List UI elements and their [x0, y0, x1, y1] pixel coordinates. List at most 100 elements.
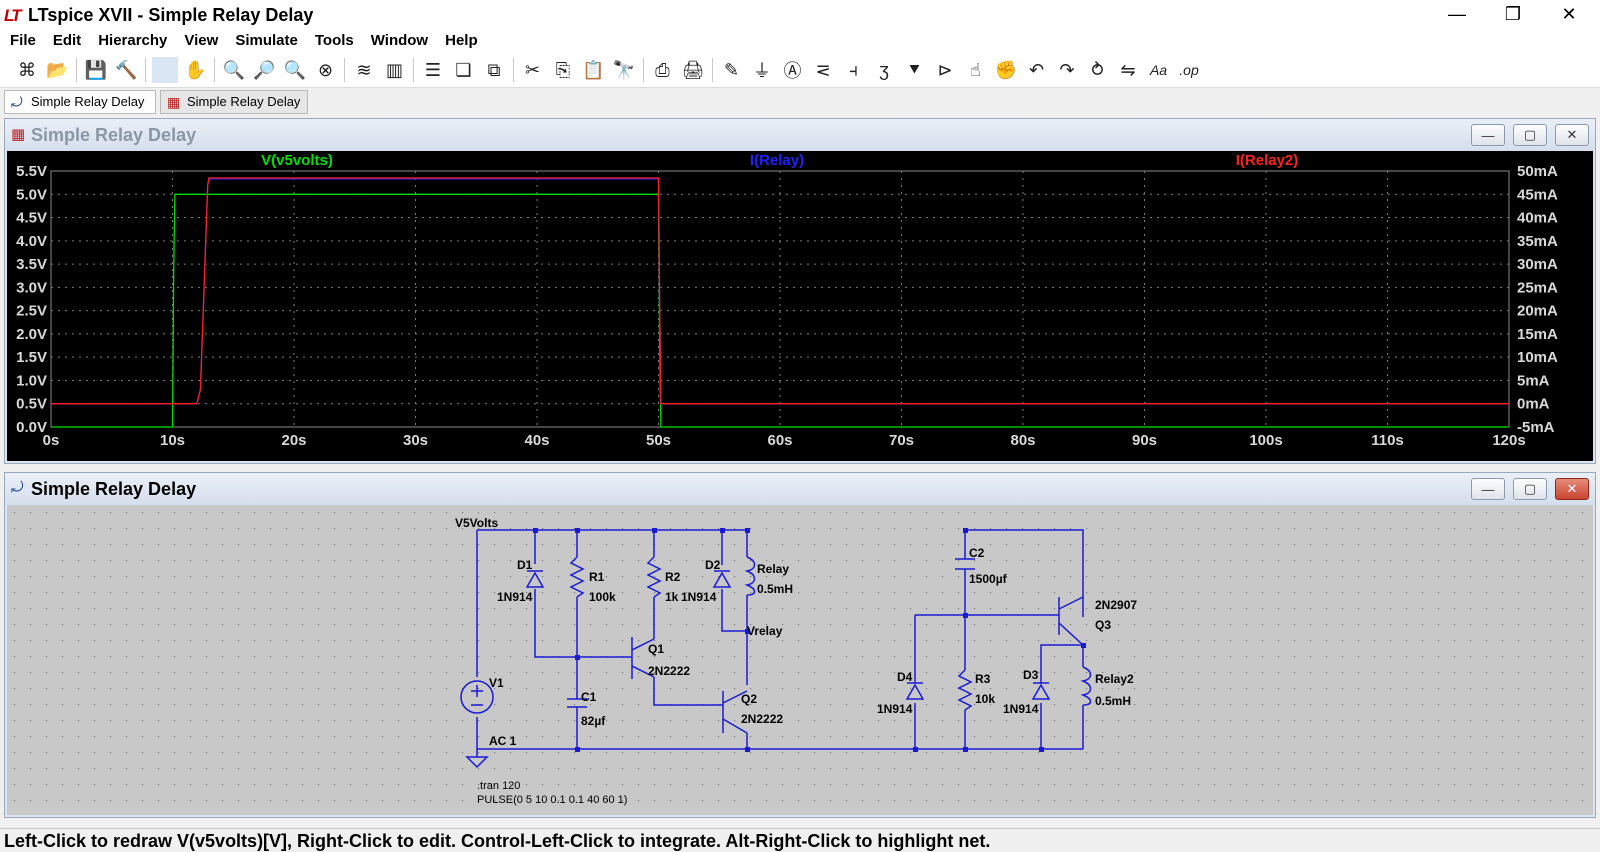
new-schematic-button[interactable]: ⌘ [14, 57, 40, 83]
mirror-button[interactable]: ⇋ [1115, 57, 1141, 83]
y-right-tick-label: 35mA [1517, 233, 1558, 250]
cascade-icon: ❏ [455, 59, 472, 80]
schematic-minimize-button[interactable]: — [1471, 478, 1505, 500]
pulse-directive[interactable]: PULSE(0 5 10 0.1 0.1 40 60 1) [477, 794, 627, 806]
net-label-v5volts: V5Volts [455, 516, 498, 530]
trace-2[interactable] [51, 177, 1509, 405]
spice-directive-button[interactable]: .op [1176, 57, 1202, 83]
draw-wire-button[interactable]: ✎ [719, 57, 745, 83]
tran-directive[interactable]: .tran 120 [477, 780, 520, 792]
d3-model: 1N914 [1003, 702, 1039, 716]
tab-schematic[interactable]: ⤾ Simple Relay Delay [4, 90, 156, 114]
mark-unused-button[interactable]: ▥ [382, 57, 408, 83]
move-hand-button[interactable]: ☝ [963, 57, 989, 83]
cascade-button[interactable]: ❏ [451, 57, 477, 83]
schematic-window-titlebar: ⤾ Simple Relay Delay — ▢ ✕ [5, 473, 1595, 505]
zoom-cancel-button[interactable]: ⊗ [313, 57, 339, 83]
tile-windows-button[interactable]: ⧉ [481, 57, 507, 83]
inductor-icon: ʒ [879, 59, 889, 80]
text-button[interactable]: Aa [1146, 57, 1172, 83]
zoom-cancel-icon: ⊗ [317, 59, 334, 80]
x-tick-label: 80s [1010, 432, 1035, 449]
q3-model: 2N2907 [1095, 598, 1137, 612]
open-folder-button[interactable]: 📂 [45, 57, 71, 83]
q1-label: Q1 [648, 642, 664, 656]
component-icon: ⊳ [937, 59, 953, 80]
maximize-icon: ▢ [1523, 127, 1537, 142]
q3-label: Q3 [1095, 618, 1111, 632]
menu-tools[interactable]: Tools [314, 32, 354, 49]
waveform-maximize-button[interactable]: ▢ [1513, 124, 1547, 146]
c1-value: 82µf [581, 714, 606, 728]
spice-directives: .tran 120 PULSE(0 5 10 0.1 0.1 40 60 1) [477, 780, 627, 806]
mirror-icon: ⇋ [1120, 59, 1136, 80]
control-panel-icon: 🔨 [115, 59, 138, 80]
d1-model: 1N914 [497, 590, 533, 604]
menu-hierarchy[interactable]: Hierarchy [98, 32, 168, 49]
menu-simulate[interactable]: Simulate [235, 32, 298, 49]
copy-icon: ⎘ [555, 59, 571, 80]
menu-window[interactable]: Window [370, 32, 429, 49]
v1-label: V1 [489, 676, 504, 690]
schematic-maximize-button[interactable]: ▢ [1513, 478, 1547, 500]
schematic-close-button[interactable]: ✕ [1555, 478, 1589, 500]
toolbar-separator [76, 58, 77, 82]
waveform-icon: ▦ [11, 126, 26, 143]
tab-waveform[interactable]: ▦ Simple Relay Delay [160, 90, 308, 114]
capacitor-button[interactable]: ⫞ [841, 57, 867, 83]
trace-0[interactable] [51, 193, 1509, 428]
waveform-minimize-button[interactable]: — [1471, 124, 1505, 146]
redo-button[interactable]: ↷ [1054, 57, 1080, 83]
schematic-grid [7, 505, 1593, 815]
label-net-button[interactable]: Ⓐ [780, 57, 806, 83]
waveform-icon: ▦ [167, 94, 181, 110]
menu-view[interactable]: View [184, 32, 219, 49]
drag-hand-button[interactable]: ✊ [993, 57, 1019, 83]
print-button[interactable]: 🖨 [680, 57, 706, 83]
resistor-button[interactable]: ⋜ [810, 57, 836, 83]
diode-button[interactable]: ⯆ [902, 57, 928, 83]
zoom-full-button[interactable]: 🔎 [252, 57, 278, 83]
net-label-vrelay: Vrelay [747, 624, 783, 638]
pan-hand-button[interactable]: ✋ [183, 57, 209, 83]
find-icon: 🔭 [612, 59, 636, 80]
save-button[interactable]: 💾 [83, 57, 109, 83]
component-button[interactable]: ⊳ [932, 57, 958, 83]
undo-button[interactable]: ↶ [1024, 57, 1050, 83]
menu-file[interactable]: File [10, 32, 36, 49]
autorange-button[interactable]: ≋ [351, 57, 377, 83]
close-button[interactable]: ✕ [1546, 0, 1592, 28]
x-tick-label: 100s [1249, 432, 1282, 449]
drag-hand-icon: ✊ [994, 59, 1018, 80]
d1-label: D1 [517, 558, 533, 572]
ground-icon: ⏚ [753, 61, 771, 81]
run-button[interactable] [152, 57, 178, 83]
y-left-tick-label: 4.0V [16, 233, 47, 250]
schematic-canvas[interactable]: V5Volts D1 1N914 R1 100k R2 1k D2 1N914 … [7, 505, 1593, 815]
copy-button[interactable]: ⎘ [550, 57, 576, 83]
tile-horizontal-button[interactable]: ☰ [420, 57, 446, 83]
paste-button[interactable]: 📋 [581, 57, 607, 83]
zoom-out-button[interactable]: 🔍 [282, 57, 308, 83]
x-tick-label: 120s [1492, 432, 1525, 449]
d2-model: 1N914 [681, 590, 717, 604]
rotate-button[interactable]: ⥁ [1085, 57, 1111, 83]
cut-button[interactable]: ✂ [520, 57, 546, 83]
control-panel-button[interactable]: 🔨 [114, 57, 140, 83]
x-tick-label: 20s [281, 432, 306, 449]
menu-edit[interactable]: Edit [52, 32, 82, 49]
menu-help[interactable]: Help [445, 32, 478, 49]
maximize-button[interactable]: ❐ [1490, 0, 1536, 28]
print-setup-button[interactable]: ⎙ [650, 57, 676, 83]
minimize-icon: — [1481, 481, 1495, 497]
title-bar: LT LTspice XVII - Simple Relay Delay — ❐… [0, 0, 1600, 30]
find-button[interactable]: 🔭 [611, 57, 637, 83]
waveform-close-button[interactable]: ✕ [1555, 124, 1589, 146]
minimize-button[interactable]: — [1434, 0, 1480, 28]
inductor-button[interactable]: ʒ [871, 57, 897, 83]
ground-button[interactable]: ⏚ [749, 57, 775, 83]
schematic-wires [476, 529, 1084, 750]
zoom-in-button[interactable]: 🔍 [221, 57, 247, 83]
toolbar-separator [145, 58, 146, 82]
